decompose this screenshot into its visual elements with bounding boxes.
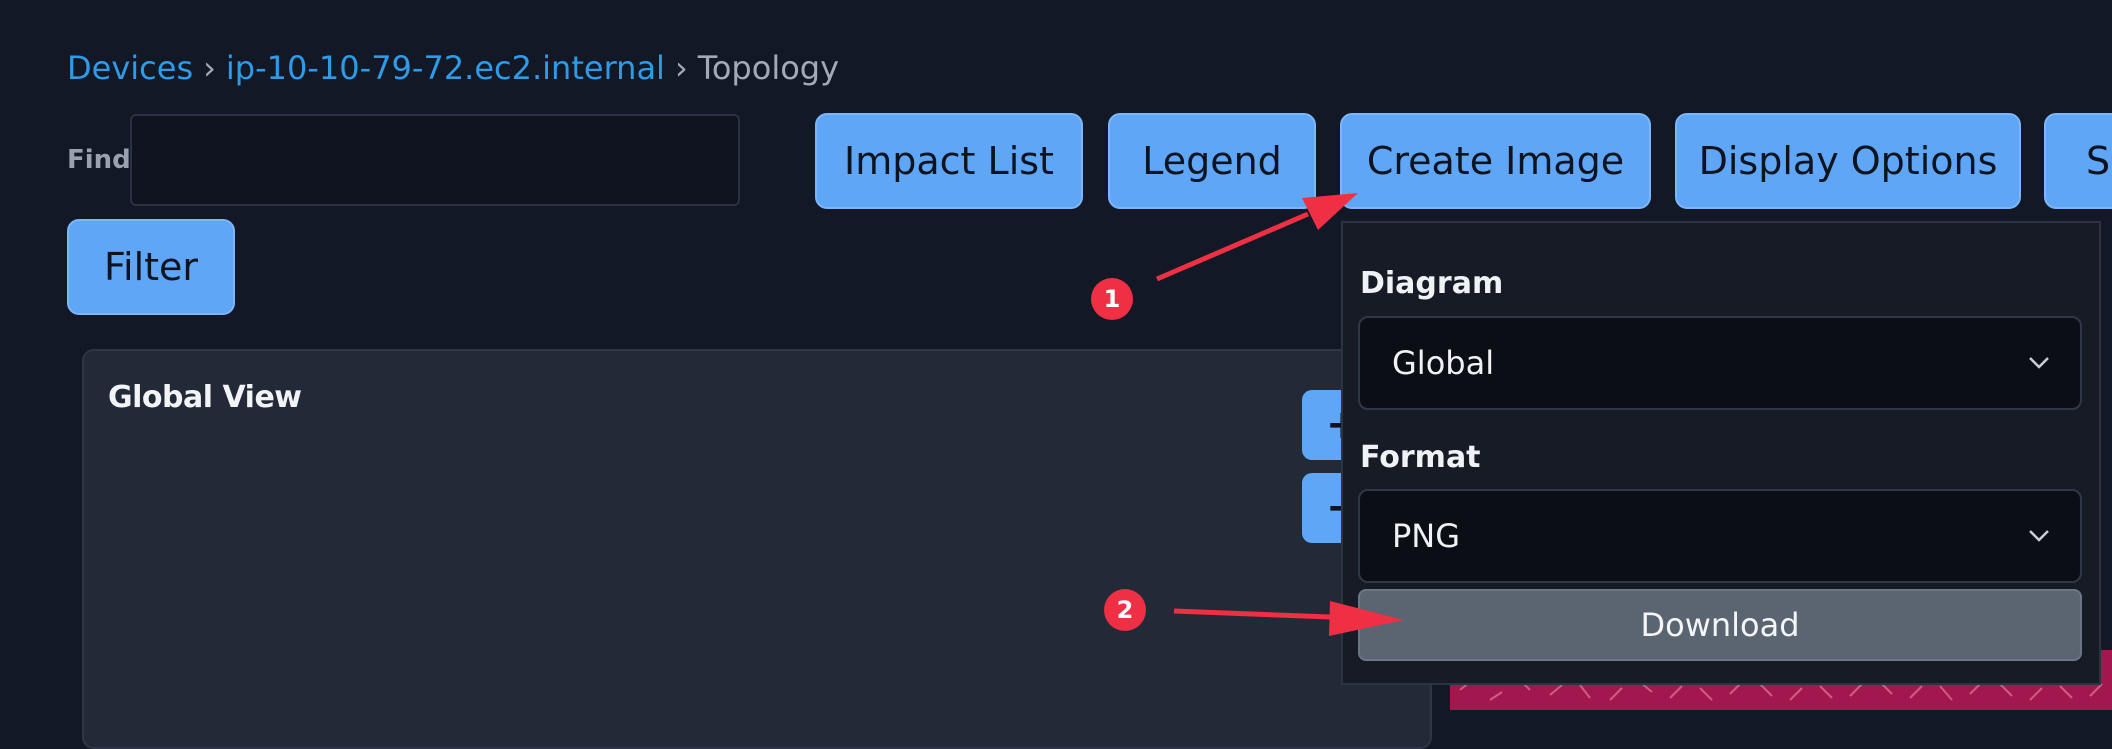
global-view-title: Global View bbox=[108, 380, 302, 415]
breadcrumb-devices-link[interactable]: Devices bbox=[67, 49, 194, 87]
global-view-panel bbox=[82, 349, 1432, 749]
format-label: Format bbox=[1360, 440, 1481, 475]
annotation-badge-2: 2 bbox=[1104, 589, 1146, 631]
download-button[interactable]: Download bbox=[1358, 589, 2082, 661]
filter-button[interactable]: Filter bbox=[67, 219, 235, 315]
search-button[interactable]: Se bbox=[2044, 113, 2112, 209]
chevron-down-icon bbox=[2029, 357, 2049, 369]
diagram-label: Diagram bbox=[1360, 266, 1504, 301]
display-options-button[interactable]: Display Options bbox=[1675, 113, 2021, 209]
create-image-button[interactable]: Create Image bbox=[1340, 113, 1651, 209]
legend-button[interactable]: Legend bbox=[1108, 113, 1316, 209]
annotation-badge-1: 1 bbox=[1091, 278, 1133, 320]
breadcrumb: Devices›ip-10-10-79-72.ec2.internal›Topo… bbox=[67, 46, 839, 90]
breadcrumb-current: Topology bbox=[697, 49, 840, 87]
breadcrumb-host-link[interactable]: ip-10-10-79-72.ec2.internal bbox=[225, 49, 665, 87]
breadcrumb-separator: › bbox=[674, 49, 688, 87]
format-select[interactable]: PNG bbox=[1358, 489, 2082, 583]
diagram-select[interactable]: Global bbox=[1358, 316, 2082, 410]
impact-list-button[interactable]: Impact List bbox=[815, 113, 1083, 209]
breadcrumb-separator: › bbox=[203, 49, 216, 87]
find-label: Find bbox=[67, 145, 131, 175]
annotation-arrow-1 bbox=[1156, 211, 1309, 282]
diagram-select-value: Global bbox=[1392, 344, 1495, 382]
format-select-value: PNG bbox=[1392, 517, 1461, 555]
find-input[interactable] bbox=[130, 114, 740, 206]
chevron-down-icon bbox=[2029, 530, 2049, 542]
